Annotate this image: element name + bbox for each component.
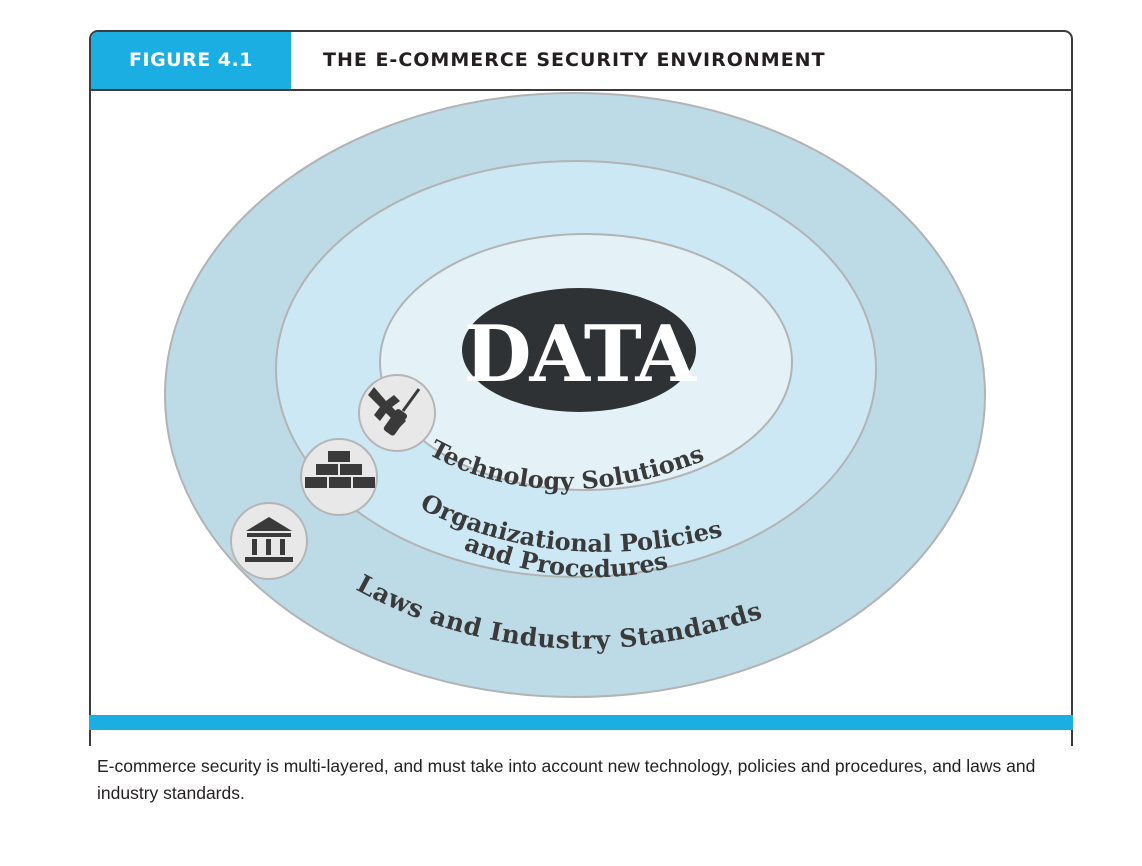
courthouse-icon — [230, 502, 308, 580]
bricks-icon — [300, 438, 378, 516]
frame-side-line-left — [89, 730, 91, 746]
figure-title: THE E-COMMERCE SECURITY ENVIRONMENT — [323, 49, 826, 71]
figure-frame: FIGURE 4.1 THE E-COMMERCE SECURITY ENVIR… — [89, 30, 1073, 730]
data-core-label: DATA — [464, 309, 698, 400]
data-core — [462, 288, 696, 412]
figure-label: FIGURE 4.1 — [91, 32, 291, 89]
figure-accent-bar — [89, 715, 1073, 730]
tools-icon — [358, 374, 436, 452]
security-layers-diagram: DATA Technology Solutions Organizational… — [164, 92, 986, 698]
frame-side-line-right — [1071, 730, 1073, 746]
figure-header: FIGURE 4.1 THE E-COMMERCE SECURITY ENVIR… — [91, 32, 1071, 91]
figure-caption: E-commerce security is multi-layered, an… — [97, 756, 1036, 803]
